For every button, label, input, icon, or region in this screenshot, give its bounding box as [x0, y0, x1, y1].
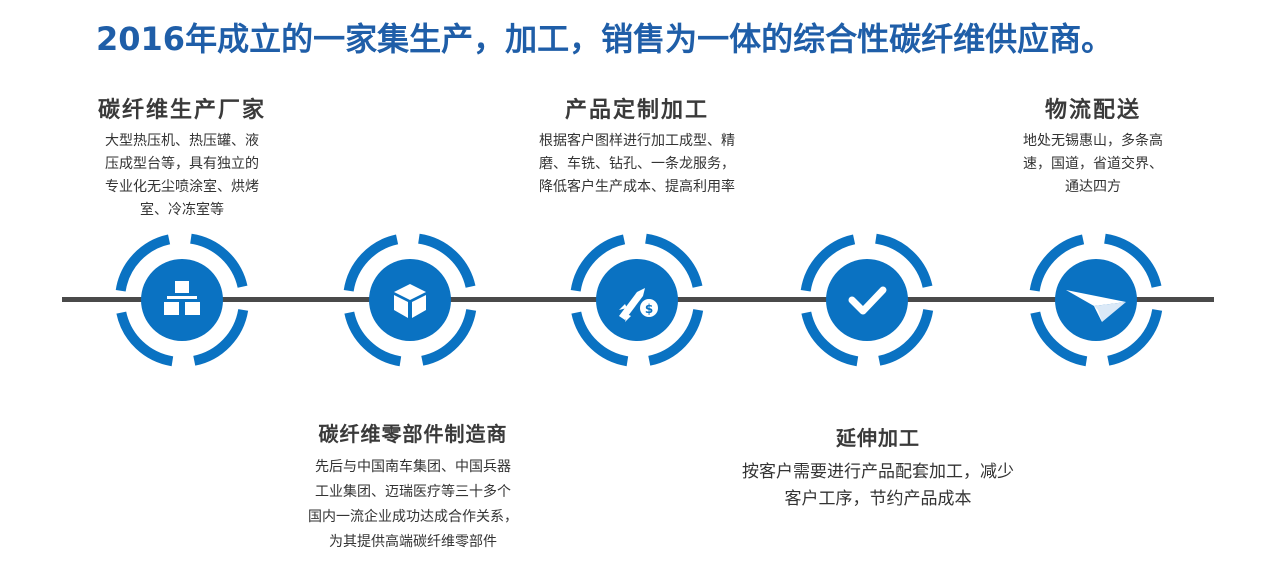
- box-icon: [343, 233, 477, 367]
- stage-1-heading: 碳纤维生产厂家: [97, 98, 266, 123]
- stage-2-heading: 碳纤维零部件制造商: [318, 422, 508, 446]
- stage-4-text: 按客户需要进行产品配套加工，减少 客户工序，节约产品成本: [742, 462, 1014, 509]
- stage-3-block: 产品定制加工 根据客户图样进行加工成型、精 磨、车铣、钻孔、一条龙服务， 降低客…: [505, 92, 769, 199]
- stage-2-block: 碳纤维零部件制造商 先后与中国南车集团、中国兵器 工业集团、迈瑞医疗等三十多个 …: [268, 418, 558, 555]
- paper-plane-icon: [1029, 233, 1163, 367]
- stage-1-node: [112, 230, 252, 370]
- check-icon: [800, 233, 934, 367]
- stage-3-node: $: [567, 230, 707, 370]
- stage-4-heading: 延伸加工: [836, 426, 920, 450]
- stage-5-node: [1026, 230, 1166, 370]
- stage-3-text: 根据客户图样进行加工成型、精 磨、车铣、钻孔、一条龙服务， 降低客户生产成本、提…: [539, 133, 735, 195]
- stage-2-node: [340, 230, 480, 370]
- stage-3-heading: 产品定制加工: [564, 98, 709, 123]
- stage-5-block: 物流配送 地处无锡惠山，多条高 速，国道，省道交界、 通达四方: [988, 92, 1198, 199]
- page-title: 2016年成立的一家集生产，加工，销售为一体的综合性碳纤维供应商。: [96, 20, 1114, 58]
- stage-1-text: 大型热压机、热压罐、液 压成型台等，具有独立的 专业化无尘喷涂室、烘烤 室、冷冻…: [105, 133, 259, 218]
- stage-5-heading: 物流配送: [1044, 98, 1141, 123]
- stage-2-text: 先后与中国南车集团、中国兵器 工业集团、迈瑞医疗等三十多个 国内一流企业成功达成…: [308, 459, 518, 550]
- stage-1-block: 碳纤维生产厂家 大型热压机、热压罐、液 压成型台等，具有独立的 专业化无尘喷涂室…: [60, 92, 304, 222]
- stage-4-block: 延伸加工 按客户需要进行产品配套加工，减少 客户工序，节约产品成本: [716, 422, 1040, 513]
- svg-text:$: $: [645, 302, 653, 316]
- rocket-dollar-icon: $: [570, 233, 704, 367]
- org-chart-icon: [115, 233, 249, 367]
- stage-5-text: 地处无锡惠山，多条高 速，国道，省道交界、 通达四方: [1023, 133, 1163, 195]
- stage-4-node: [797, 230, 937, 370]
